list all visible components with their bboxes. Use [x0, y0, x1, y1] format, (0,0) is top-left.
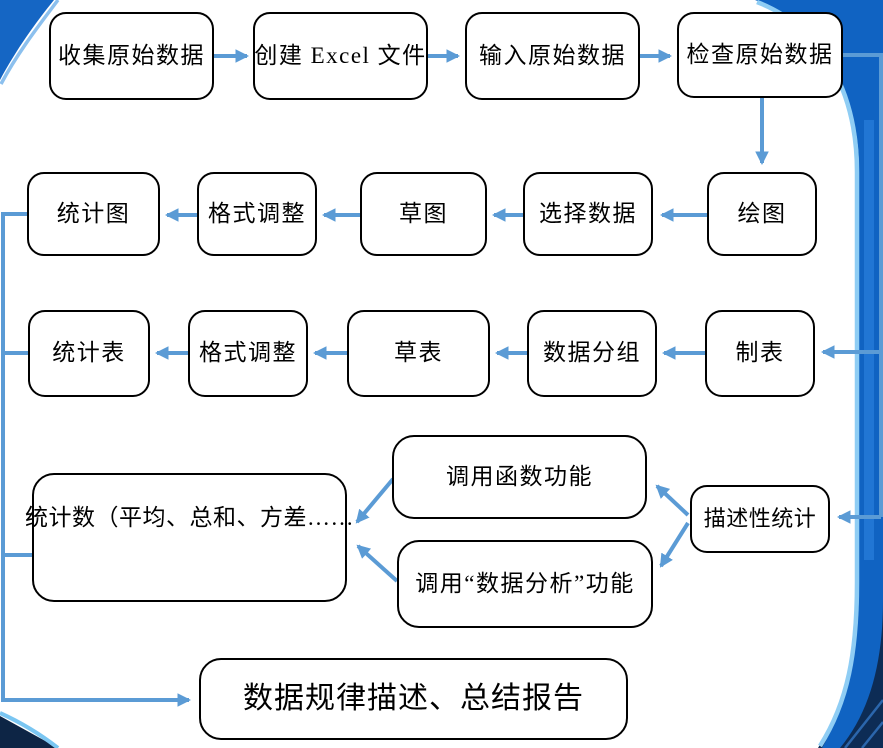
node-select-data: 选择数据 — [523, 172, 653, 256]
node-label: 制表 — [735, 340, 785, 366]
node-descriptive-statistics: 描述性统计 — [690, 485, 830, 553]
node-call-data-analysis-feature: 调用“数据分析”功能 — [397, 540, 653, 628]
node-label: 调用函数功能 — [446, 463, 593, 489]
node-label: 统计表 — [52, 340, 126, 366]
node-label: 调用“数据分析”功能 — [415, 570, 635, 596]
node-statistical-chart: 统计图 — [27, 172, 160, 256]
node-plot-chart: 绘图 — [707, 172, 817, 256]
node-tabulate: 制表 — [705, 310, 815, 397]
node-label: 输入原始数据 — [479, 42, 626, 68]
node-data-grouping: 数据分组 — [527, 310, 657, 397]
node-label: 收集原始数据 — [58, 42, 205, 68]
node-draft-chart: 草图 — [360, 172, 487, 256]
node-label: 草图 — [399, 200, 448, 226]
node-format-adjust-table: 格式调整 — [188, 310, 308, 397]
node-label: 描述性统计 — [703, 506, 817, 532]
node-label: 创建 Excel 文件 — [254, 42, 427, 68]
node-check-raw-data: 检查原始数据 — [677, 12, 843, 98]
node-call-function-feature: 调用函数功能 — [392, 435, 647, 519]
node-draft-table: 草表 — [347, 310, 490, 397]
node-label: 格式调整 — [199, 340, 297, 366]
node-collect-raw-data: 收集原始数据 — [49, 12, 214, 100]
bottom-left-navy-triangle — [0, 716, 58, 748]
edge-function-to-statsvalues — [355, 477, 395, 524]
node-label: 绘图 — [737, 200, 787, 226]
node-label: 格式调整 — [208, 200, 306, 226]
edge-check-to-right-trunk — [843, 53, 883, 517]
node-label: 数据规律描述、总结报告 — [243, 682, 584, 716]
node-format-adjust-chart: 格式调整 — [197, 172, 317, 256]
node-statistical-table: 统计表 — [28, 310, 150, 397]
node-create-excel-file: 创建 Excel 文件 — [253, 12, 428, 100]
edge-left-trunk — [1, 212, 192, 707]
node-statistics-values: 统计数（平均、总和、方差…… — [25, 473, 354, 602]
node-label: 统计数（平均、总和、方差…… — [25, 505, 354, 531]
node-input-raw-data: 输入原始数据 — [465, 12, 640, 100]
node-summary-report: 数据规律描述、总结报告 — [199, 658, 628, 740]
node-label: 检查原始数据 — [686, 41, 834, 67]
top-left-swoosh — [0, 0, 54, 80]
node-label: 统计图 — [56, 200, 131, 226]
edge-analysis-to-statsvalues — [356, 544, 399, 583]
edge-descriptive-to-function — [655, 484, 690, 517]
right-blue-band — [755, 0, 883, 748]
node-label: 草表 — [394, 340, 443, 366]
node-label: 选择数据 — [539, 200, 637, 226]
node-label: 数据分组 — [543, 340, 641, 366]
edge-descriptive-to-analysis — [659, 521, 690, 568]
